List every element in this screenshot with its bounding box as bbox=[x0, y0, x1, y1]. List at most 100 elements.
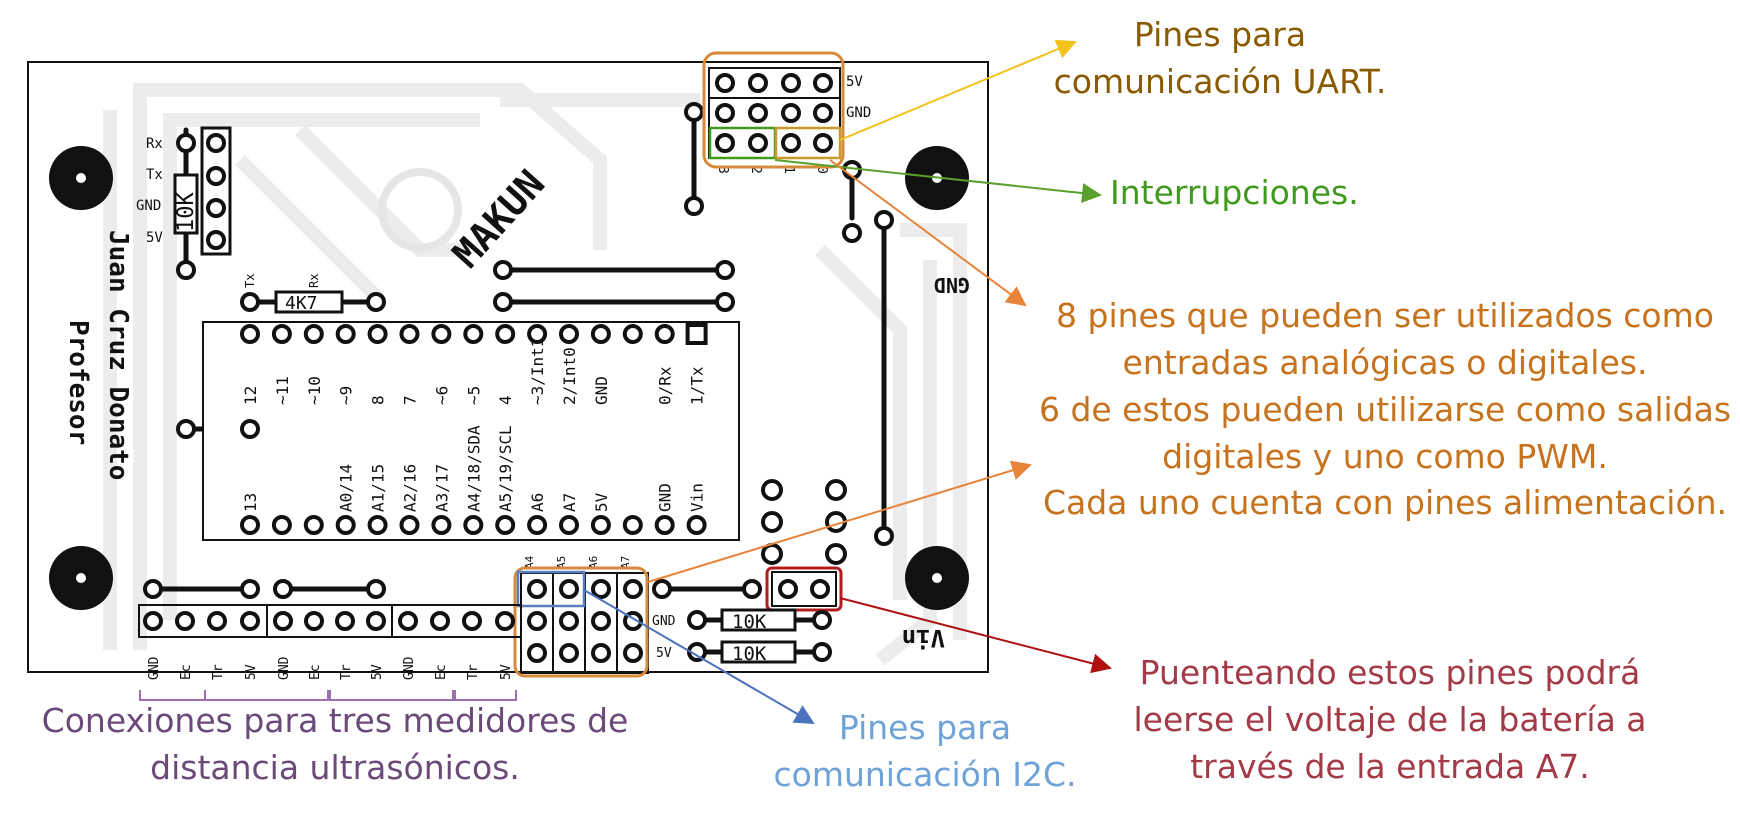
ultrasonic-pin-label: Ec bbox=[308, 664, 323, 680]
nano-pin-top bbox=[559, 324, 579, 344]
ultrasonic-pin bbox=[207, 611, 227, 631]
arrow-interrupts bbox=[774, 159, 1102, 204]
nano-pin-bottom bbox=[654, 515, 675, 535]
nano-top-pin-label: ~9 bbox=[337, 386, 356, 405]
divider-pin bbox=[761, 543, 783, 565]
nano-pin-bottom bbox=[686, 515, 707, 535]
ultrasonic-pin bbox=[304, 611, 324, 631]
ultrasonic-pin-label: 5V bbox=[244, 664, 259, 680]
nano-pin-top bbox=[367, 324, 388, 344]
uart-pin bbox=[813, 103, 833, 123]
uart-col-label: 3 bbox=[715, 166, 730, 174]
ultrasonic-pin-label: GND bbox=[402, 656, 417, 680]
nano-top-pin-label: GND bbox=[592, 376, 611, 405]
nano-bottom-pin-label: Vin bbox=[688, 483, 707, 512]
ultrasonic-pin-label: Tr bbox=[339, 664, 354, 680]
nano-bottom-pin-label: A2/16 bbox=[401, 464, 420, 512]
annotation-analog: 8 pines que pueden ser utilizados como e… bbox=[1038, 296, 1732, 523]
nano-top-pin-label: 12 bbox=[241, 386, 260, 405]
ultrasonic-pin-label: GND bbox=[277, 656, 292, 680]
analog-row-label-gnd: GND bbox=[652, 614, 676, 629]
watermark-logo-icon bbox=[378, 168, 462, 252]
nano-pin-top bbox=[622, 324, 643, 344]
nano-pin-mid bbox=[240, 419, 260, 439]
nano-pin-bottom bbox=[335, 515, 356, 535]
i2c-highlight bbox=[516, 570, 586, 608]
ultrasonic-pin bbox=[273, 611, 293, 631]
resistor-right-label: 10K bbox=[732, 643, 767, 665]
uart-pin bbox=[781, 73, 801, 93]
ultrasonic-brackets bbox=[139, 690, 517, 701]
nano-bottom-pin-label: A4/18/SDA bbox=[464, 425, 483, 512]
left-header: 10K Rx Tx GND 5V bbox=[136, 126, 232, 280]
arrow-uart bbox=[839, 39, 1077, 141]
ultrasonic-pin-label: Ec bbox=[434, 664, 449, 680]
arrow-i2c bbox=[583, 589, 815, 725]
arrow-analog-top bbox=[829, 159, 1027, 307]
nano-top-pin-label: 1/Tx bbox=[688, 366, 707, 405]
leader-arrows bbox=[583, 39, 1112, 725]
resistor-top-rx: Rx bbox=[307, 274, 321, 288]
watermark-author: Juan Cruz Donato bbox=[103, 230, 133, 480]
analog-pin bbox=[559, 643, 579, 663]
ultrasonic-pin-label: Tr bbox=[211, 664, 226, 680]
nano-pin-top bbox=[240, 324, 260, 344]
annotation-i2c: Pines para comunicación I2C. bbox=[773, 708, 1077, 794]
uart-pin bbox=[715, 133, 735, 153]
uart-highlight bbox=[702, 51, 845, 169]
nano-top-pin-label: ~11 bbox=[273, 376, 292, 405]
nano-pins bbox=[176, 260, 735, 535]
ultrasonic-pin bbox=[335, 611, 355, 631]
nano-pin-top bbox=[399, 324, 420, 344]
analog-col-label: A5 bbox=[555, 556, 568, 569]
nano-pin-bottom bbox=[463, 515, 484, 535]
ultrasonic-pin bbox=[398, 611, 418, 631]
analog-pin bbox=[527, 643, 547, 663]
nano-pin-top bbox=[527, 324, 548, 344]
nano-pin-bottom bbox=[622, 515, 643, 535]
analog-highlight bbox=[513, 566, 649, 678]
uart-pin bbox=[715, 103, 735, 123]
uart-pins-highlight bbox=[774, 126, 842, 160]
nano-bottom-pin-label: A5/19/SCL bbox=[496, 425, 515, 512]
battery-highlight bbox=[765, 566, 843, 612]
nano-pin-bottom bbox=[590, 515, 611, 535]
nano-pin-bottom bbox=[240, 515, 260, 535]
uart-col-label: 1 bbox=[781, 166, 796, 174]
analog-pin bbox=[591, 643, 611, 663]
resistor-top-tx: Tx bbox=[243, 274, 257, 288]
divider-pin bbox=[825, 479, 847, 501]
divider-pin bbox=[825, 543, 847, 565]
header-pin bbox=[206, 230, 226, 250]
arrow-battery bbox=[839, 597, 1112, 674]
nano-bottom-pin-label: A6 bbox=[528, 493, 547, 512]
resistor-top-label: 4K7 bbox=[285, 293, 318, 314]
divider-pin bbox=[761, 479, 783, 501]
uart-header: 5V GND 3 2 1 0 bbox=[684, 51, 894, 546]
ultrasonic-pin bbox=[495, 611, 515, 631]
left-header-label: GND bbox=[136, 198, 161, 214]
ultrasonic-pin bbox=[430, 611, 450, 631]
nano-top-pin-label: 2/Int0 bbox=[560, 347, 579, 405]
uart-pin bbox=[781, 103, 801, 123]
uart-pin bbox=[781, 133, 801, 153]
nano-pin-bottom bbox=[559, 515, 579, 535]
battery-jumper-pin bbox=[778, 579, 798, 599]
nano-bottom-pin-label: GND bbox=[656, 483, 675, 512]
nano-pin-bottom bbox=[431, 515, 452, 535]
battery-area: 10K 10K GND 5V bbox=[652, 479, 847, 665]
analog-header: A4 A5 A6 A7 bbox=[513, 555, 762, 678]
nano-top-pin-label: 7 bbox=[401, 395, 420, 405]
nano-pin-bottom bbox=[367, 515, 388, 535]
nano-pin-top bbox=[590, 324, 611, 344]
uart-col-label: 2 bbox=[748, 166, 763, 174]
ultrasonic-pin-label: 5V bbox=[370, 664, 385, 680]
analog-pin bbox=[527, 579, 547, 599]
watermark-vin: Vin bbox=[902, 624, 945, 652]
analog-col-label: A7 bbox=[619, 556, 632, 569]
watermark-traces bbox=[103, 83, 967, 666]
jumper-pad bbox=[493, 292, 513, 312]
analog-col-label: A6 bbox=[587, 556, 600, 569]
